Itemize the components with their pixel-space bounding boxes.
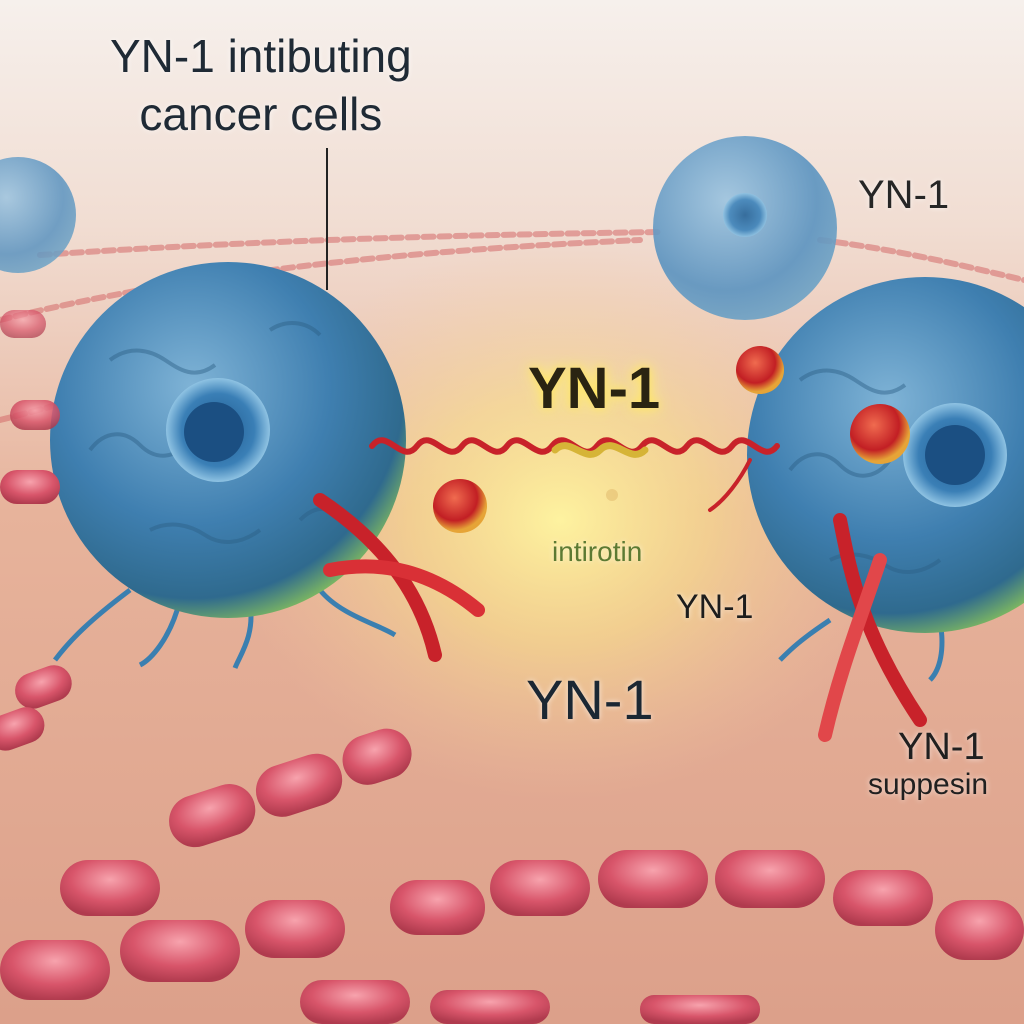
label-bottom-right: YN-1 bbox=[898, 726, 985, 768]
red-blood-cell-chain-icon bbox=[0, 310, 1024, 1024]
title-line-1: YN-1 intibuting bbox=[110, 30, 412, 82]
dna-strand-icon bbox=[369, 437, 780, 512]
cancer-cell-icon bbox=[0, 136, 837, 320]
title-label: YN-1 intibuting cancer cells bbox=[110, 28, 412, 143]
label-middle-right: YN-1 bbox=[676, 588, 754, 626]
label-bottom-right-sub: suppesin bbox=[868, 768, 989, 801]
label-introtin: intirotin bbox=[552, 536, 643, 567]
label-top-right: YN-1 bbox=[858, 173, 950, 217]
label-bottom-center: YN-1 bbox=[526, 668, 654, 731]
title-line-2: cancer cells bbox=[139, 87, 383, 140]
dna-strand-icon bbox=[313, 493, 927, 742]
molecule-icon bbox=[433, 346, 910, 533]
cancer-cell-icon bbox=[50, 262, 406, 669]
label-center-glow: YN-1 bbox=[528, 356, 661, 421]
